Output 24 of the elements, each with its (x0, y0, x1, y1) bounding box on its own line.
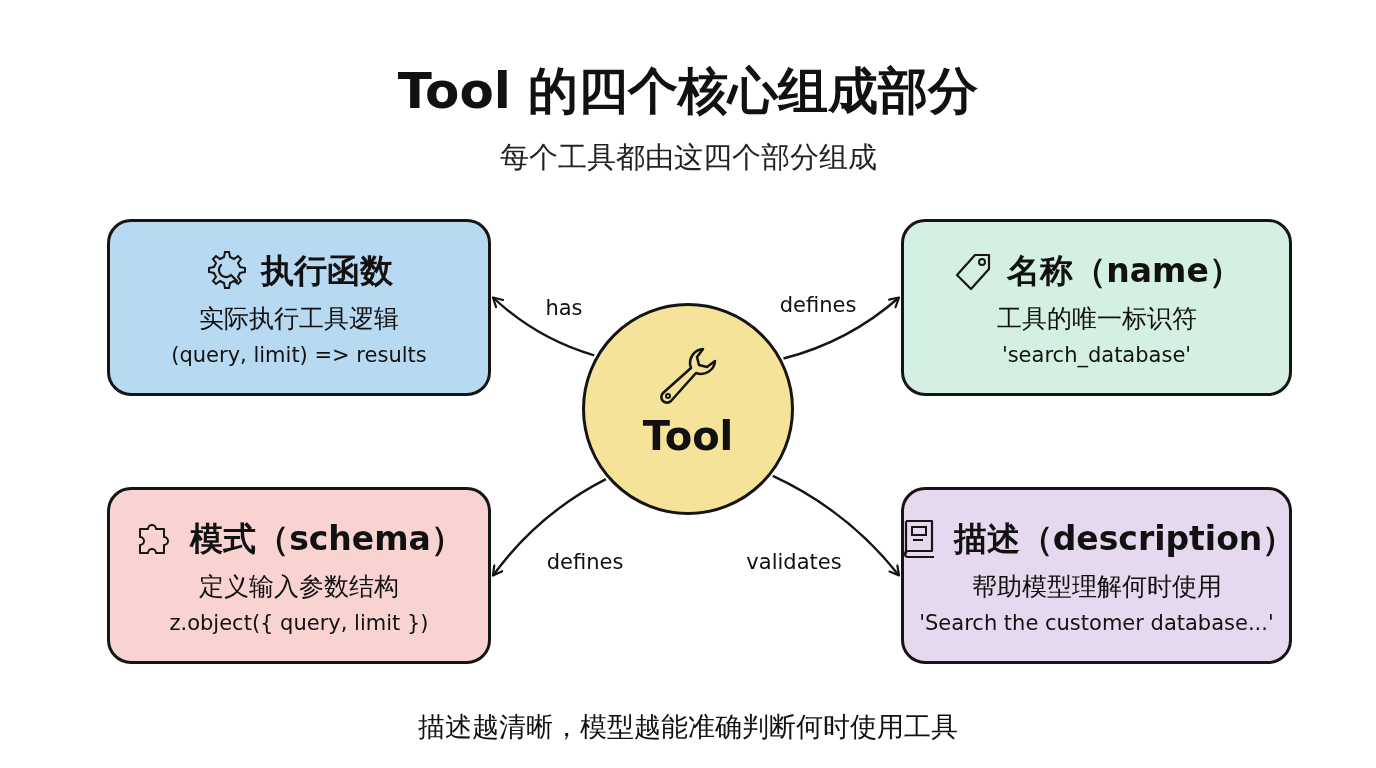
card-description: 实际执行工具逻辑 (199, 302, 399, 335)
title: Tool 的四个核心组成部分 (396, 61, 980, 122)
arrow (491, 478, 607, 577)
card-description: 定义输入参数结构 (199, 570, 399, 603)
code-text: (query, limit) => results (171, 342, 427, 367)
code-text: 'Search the customer database...' (919, 610, 1274, 635)
circle-label: Tool (642, 413, 734, 459)
card-description: 帮助模型理解何时使用 (971, 570, 1222, 603)
caption: 描述越清晰，模型越能准确判断何时使用工具 (417, 710, 959, 744)
subtitle: 每个工具都由这四个部分组成 (498, 139, 878, 176)
arrow (491, 296, 595, 357)
component-card (901, 219, 1292, 396)
arrow (783, 296, 901, 360)
code-text: 'search_database' (1001, 342, 1192, 367)
component-card (901, 487, 1292, 664)
card-heading: 描述（description） (953, 517, 1296, 560)
component-card (107, 487, 491, 664)
arrow (772, 474, 901, 577)
card-heading: 模式（schema） (190, 517, 464, 560)
card-heading: 执行函数 (261, 249, 393, 292)
card-description: 工具的唯一标识符 (996, 302, 1197, 335)
component-card (107, 219, 491, 396)
code-text: z.object({ query, limit }) (169, 610, 429, 635)
card-heading: 名称（name） (1007, 249, 1242, 292)
